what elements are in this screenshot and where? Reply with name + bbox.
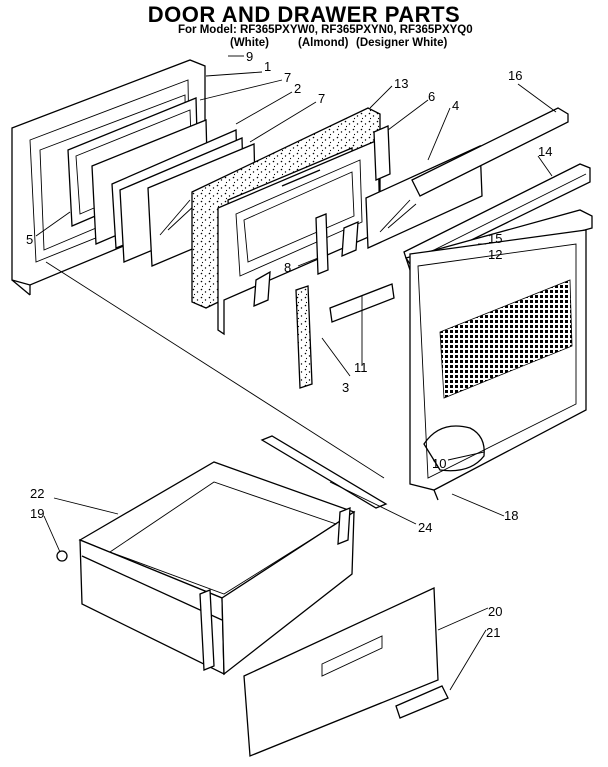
inner-door-panel bbox=[409, 229, 587, 501]
model-numbers: For Model: RF365PXYW0, RF365PXYN0, RF365… bbox=[178, 24, 473, 36]
drawer-roller bbox=[56, 550, 68, 562]
drawer-rail bbox=[260, 435, 417, 525]
callout-20: 20 bbox=[488, 604, 502, 619]
clip-parts bbox=[315, 213, 329, 275]
variant-almond: (Almond) bbox=[298, 37, 349, 49]
variant-designer-white: (Designer White) bbox=[356, 37, 448, 49]
callout-18: 18 bbox=[504, 508, 518, 523]
callout-9: 9 bbox=[246, 49, 253, 64]
callout-11: 11 bbox=[354, 360, 368, 375]
callout-1: 1 bbox=[264, 59, 271, 74]
callout-5: 5 bbox=[26, 232, 33, 247]
callout-14: 14 bbox=[538, 144, 552, 159]
page-title: DOOR AND DRAWER PARTS bbox=[147, 2, 461, 27]
callout-8: 8 bbox=[284, 260, 291, 275]
variant-white: (White) bbox=[230, 37, 269, 49]
vertical-channel bbox=[295, 285, 313, 389]
callout-16: 16 bbox=[508, 68, 522, 83]
drawer-front-panel bbox=[243, 587, 489, 757]
callout-19: 19 bbox=[30, 506, 44, 521]
callout-numbers: 9 1 7 2 7 13 6 4 16 14 5 15 12 8 11 3 10… bbox=[26, 49, 552, 640]
door-trim-strip bbox=[403, 163, 591, 271]
callout-21: 21 bbox=[486, 625, 500, 640]
callout-7a: 7 bbox=[284, 70, 291, 85]
inner-door-liner bbox=[217, 139, 381, 336]
callout-7b: 7 bbox=[318, 91, 325, 106]
callout-10: 10 bbox=[432, 456, 446, 471]
callout-leaders-upper bbox=[35, 55, 557, 517]
callout-15: 15 bbox=[488, 231, 502, 246]
callout-13: 13 bbox=[394, 76, 408, 91]
callout-12: 12 bbox=[488, 247, 502, 262]
callout-22: 22 bbox=[30, 486, 44, 501]
hinge-bracket bbox=[373, 125, 391, 181]
drawer-body bbox=[43, 461, 356, 676]
callout-2: 2 bbox=[294, 81, 301, 96]
callout-4: 4 bbox=[452, 98, 459, 113]
callout-24: 24 bbox=[418, 520, 432, 535]
door-trim-top bbox=[411, 107, 569, 197]
callout-3: 3 bbox=[342, 380, 349, 395]
drawer-handle bbox=[395, 629, 487, 719]
callout-6: 6 bbox=[428, 89, 435, 104]
